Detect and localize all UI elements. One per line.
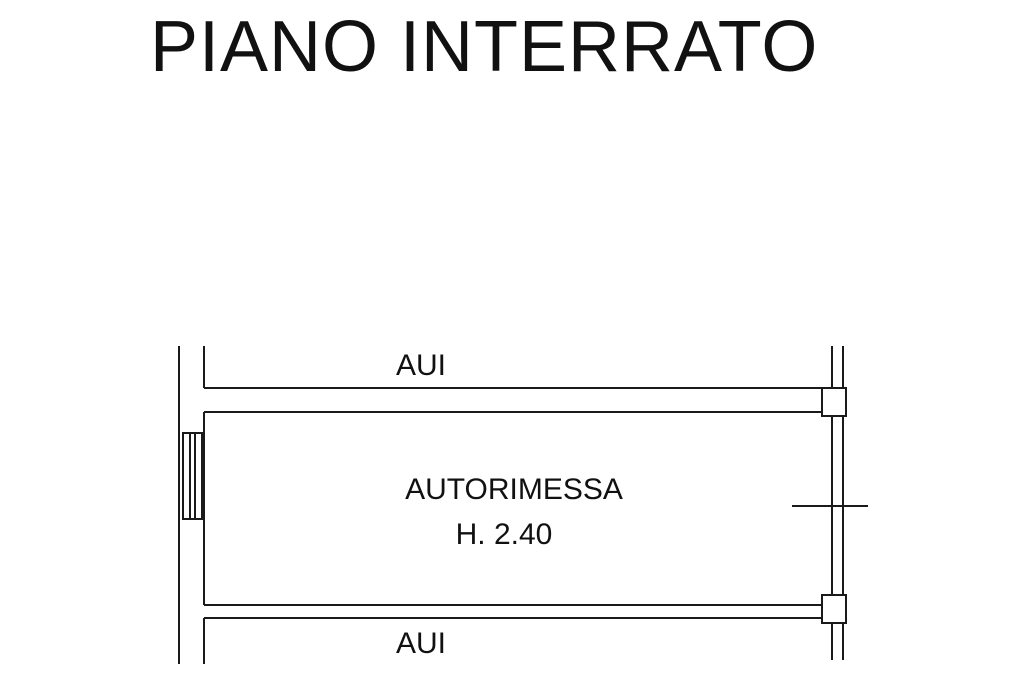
drawing-title: PIANO INTERRATO [150, 7, 819, 87]
right-pillar-top [821, 387, 847, 417]
right-pillar-bottom [821, 594, 847, 624]
main-room-name: AUTORIMESSA [405, 473, 623, 506]
left-wall-opening [182, 432, 203, 520]
top-neighbor-label: AUI [396, 349, 446, 382]
bottom-neighbor-label: AUI [396, 627, 446, 660]
main-room-height: H. 2.40 [456, 518, 553, 551]
